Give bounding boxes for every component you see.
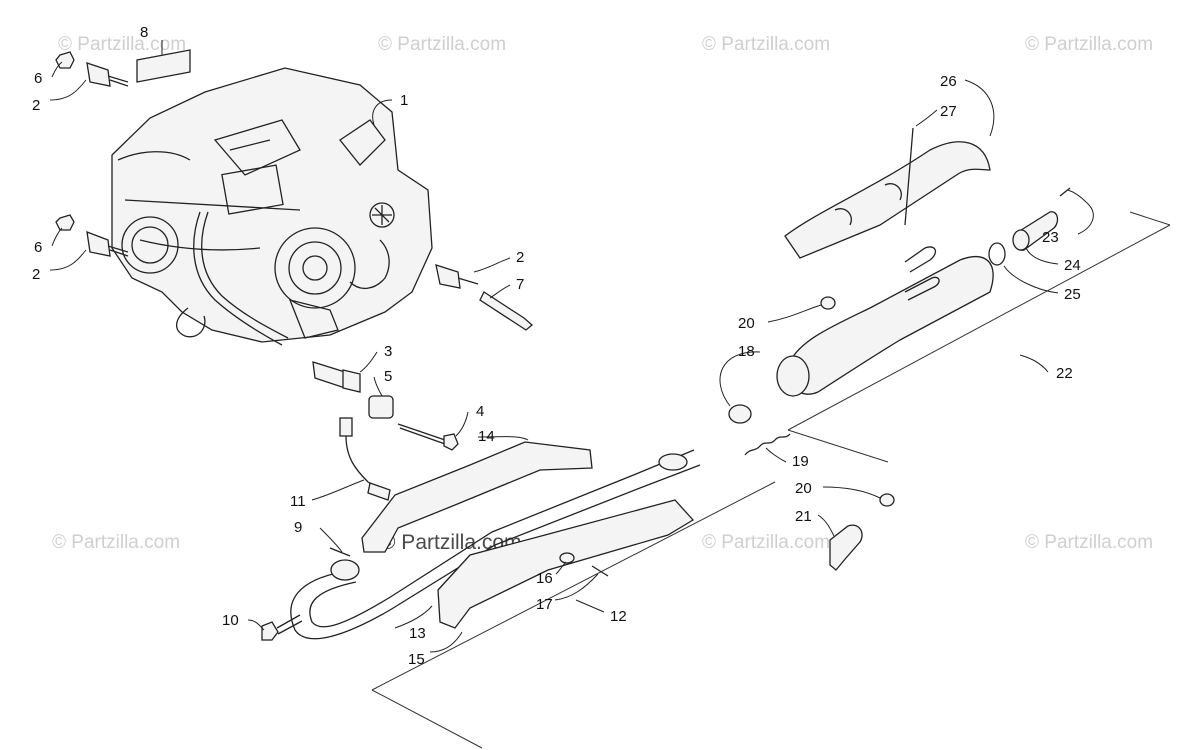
bushing bbox=[559, 552, 575, 564]
muffler-heat-shield bbox=[784, 141, 991, 259]
callout-9: 9 bbox=[294, 519, 302, 536]
flange-bolt bbox=[261, 614, 303, 641]
callout-1: 1 bbox=[400, 92, 408, 109]
callout-16: 16 bbox=[536, 570, 553, 587]
callout-3: 3 bbox=[384, 343, 392, 360]
shield-screw bbox=[904, 127, 914, 226]
callout-5: 5 bbox=[384, 368, 392, 385]
callout-15: 15 bbox=[408, 651, 425, 668]
callout-26: 26 bbox=[940, 73, 957, 90]
assembly-frame-22 bbox=[787, 211, 1171, 463]
callout-24: 24 bbox=[1064, 257, 1081, 274]
callout-20: 20 bbox=[738, 315, 755, 332]
callout-10: 10 bbox=[222, 612, 239, 629]
oxygen-sensor bbox=[339, 417, 391, 501]
gasket bbox=[329, 547, 351, 557]
mount-hardware-lower bbox=[312, 361, 459, 451]
callout-4: 4 bbox=[476, 403, 484, 420]
callout-labels: 1 2 2 2 3 4 5 6 6 7 8 9 10 11 12 13 14 1… bbox=[32, 24, 1081, 668]
exhaust-seal bbox=[728, 404, 752, 424]
callout-2: 2 bbox=[516, 249, 524, 266]
callout-13: 13 bbox=[409, 625, 426, 642]
callout-22: 22 bbox=[1056, 365, 1073, 382]
watermark: © Partzilla.com bbox=[52, 532, 180, 553]
mount-hardware-right bbox=[435, 264, 534, 331]
watermark: © Partzilla.com bbox=[702, 532, 830, 553]
callout-20: 20 bbox=[795, 480, 812, 497]
muffler-bracket bbox=[829, 493, 895, 571]
callout-7: 7 bbox=[516, 276, 524, 293]
watermark-layer: © Partzilla.com © Partzilla.com © Partzi… bbox=[52, 34, 1153, 554]
spring-pin bbox=[591, 565, 609, 577]
mount-hardware-left bbox=[55, 51, 129, 257]
callout-17: 17 bbox=[536, 596, 553, 613]
label-decal bbox=[136, 49, 191, 83]
callout-19: 19 bbox=[792, 453, 809, 470]
watermark: © Partzilla.com bbox=[1025, 34, 1153, 55]
watermark: © Partzilla.com bbox=[58, 34, 186, 55]
engine-assembly bbox=[111, 67, 433, 346]
watermark: © Partzilla.com bbox=[702, 34, 830, 55]
header-pipe bbox=[290, 449, 701, 640]
callout-23: 23 bbox=[1042, 229, 1059, 246]
callout-18: 18 bbox=[738, 343, 755, 360]
callout-27: 27 bbox=[940, 103, 957, 120]
callout-6: 6 bbox=[34, 239, 42, 256]
callout-11: 11 bbox=[290, 493, 306, 510]
callout-2: 2 bbox=[32, 97, 40, 114]
callout-12: 12 bbox=[610, 608, 627, 625]
watermark-center: © Partzilla.com bbox=[380, 531, 522, 554]
heat-shield-front bbox=[361, 441, 593, 553]
callout-2: 2 bbox=[32, 266, 40, 283]
callout-25: 25 bbox=[1064, 286, 1081, 303]
spark-arrestor bbox=[988, 187, 1071, 266]
exhaust-spring bbox=[744, 433, 791, 456]
leader-lines bbox=[49, 40, 1094, 653]
muffler bbox=[776, 246, 994, 397]
watermark: © Partzilla.com bbox=[1025, 532, 1153, 553]
assembly-frame-12 bbox=[371, 481, 776, 749]
watermark: © Partzilla.com bbox=[378, 34, 506, 55]
grommet-upper bbox=[820, 296, 836, 310]
callout-21: 21 bbox=[795, 508, 812, 525]
heat-shield-lower bbox=[437, 499, 695, 629]
callout-14: 14 bbox=[478, 428, 495, 445]
callout-6: 6 bbox=[34, 70, 42, 87]
callout-8: 8 bbox=[140, 24, 148, 41]
